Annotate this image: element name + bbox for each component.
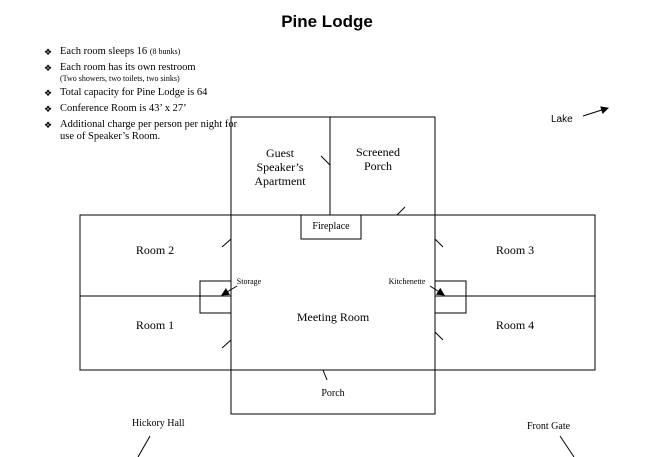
hickory-hall-path [137, 435, 151, 457]
guest-apartment-label: Apartment [254, 174, 306, 188]
note-item: ❖ Additional charge per person per night… [44, 119, 244, 143]
hickory-hall-label: Hickory Hall [132, 418, 185, 429]
storage-label: Storage [237, 277, 262, 286]
kitchenette-label: Kitchenette [389, 277, 426, 286]
note-subtext: (Two showers, two toilets, two sinks) [60, 74, 180, 83]
room-2-label: Room 2 [136, 243, 174, 257]
fireplace-label: Fireplace [312, 221, 350, 232]
lake-arrow [582, 106, 609, 117]
door-mark [320, 155, 331, 166]
note-text: Each room sleeps 16 [60, 46, 148, 57]
note-subtext: (8 bunks) [149, 47, 181, 56]
note-text: Additional charge per person per night f… [60, 119, 238, 142]
kitchenette-box [434, 280, 467, 314]
room-1-label: Room 1 [136, 318, 174, 332]
note-item: ❖ Each room sleeps 16 (8 bunks) [44, 46, 244, 58]
bullet-icon: ❖ [44, 104, 53, 114]
door-mark [221, 238, 232, 248]
note-text: Conference Room is 43’ x 27’ [60, 103, 187, 114]
meeting-room [230, 214, 436, 371]
meeting-room-label: Meeting Room [297, 310, 370, 324]
door-mark [322, 369, 328, 381]
lake-label: Lake [551, 114, 573, 125]
bullet-icon: ❖ [44, 88, 53, 98]
screened-porch-label: Porch [364, 159, 392, 173]
note-item: ❖ Conference Room is 43’ x 27’ [44, 103, 244, 115]
door-mark [434, 331, 444, 341]
page-title: Pine Lodge [281, 12, 373, 31]
note-item: ❖ Total capacity for Pine Lodge is 64 [44, 87, 244, 99]
guest-apartment-label: Speaker’s [256, 160, 303, 174]
bullet-icon: ❖ [44, 47, 53, 57]
fireplace-box [300, 214, 362, 240]
storage-box [199, 280, 232, 314]
porch-room [230, 369, 436, 415]
door-mark [221, 339, 232, 349]
kitchenette-arrow [429, 285, 445, 296]
notes-list: ❖ Each room sleeps 16 (8 bunks) ❖ Each r… [44, 46, 244, 147]
porch-label: Porch [321, 388, 344, 399]
note-text: Each room has its own restroom [60, 62, 196, 73]
note-item: ❖ Each room has its own restroom (Two sh… [44, 62, 244, 83]
door-mark [434, 238, 444, 248]
room-3-label: Room 3 [496, 243, 534, 257]
bullet-icon: ❖ [44, 120, 53, 130]
door-mark [396, 206, 406, 216]
front-gate-label: Front Gate [527, 421, 571, 432]
room-1 [79, 295, 232, 371]
storage-arrow [221, 285, 238, 296]
guest-apartment-label: Guest [266, 146, 295, 160]
screened-porch-label: Screened [356, 145, 400, 159]
room-4 [434, 295, 596, 371]
room-4-label: Room 4 [496, 318, 534, 332]
front-gate-path [559, 435, 575, 457]
note-text: Total capacity for Pine Lodge is 64 [60, 87, 208, 98]
bullet-icon: ❖ [44, 63, 53, 73]
